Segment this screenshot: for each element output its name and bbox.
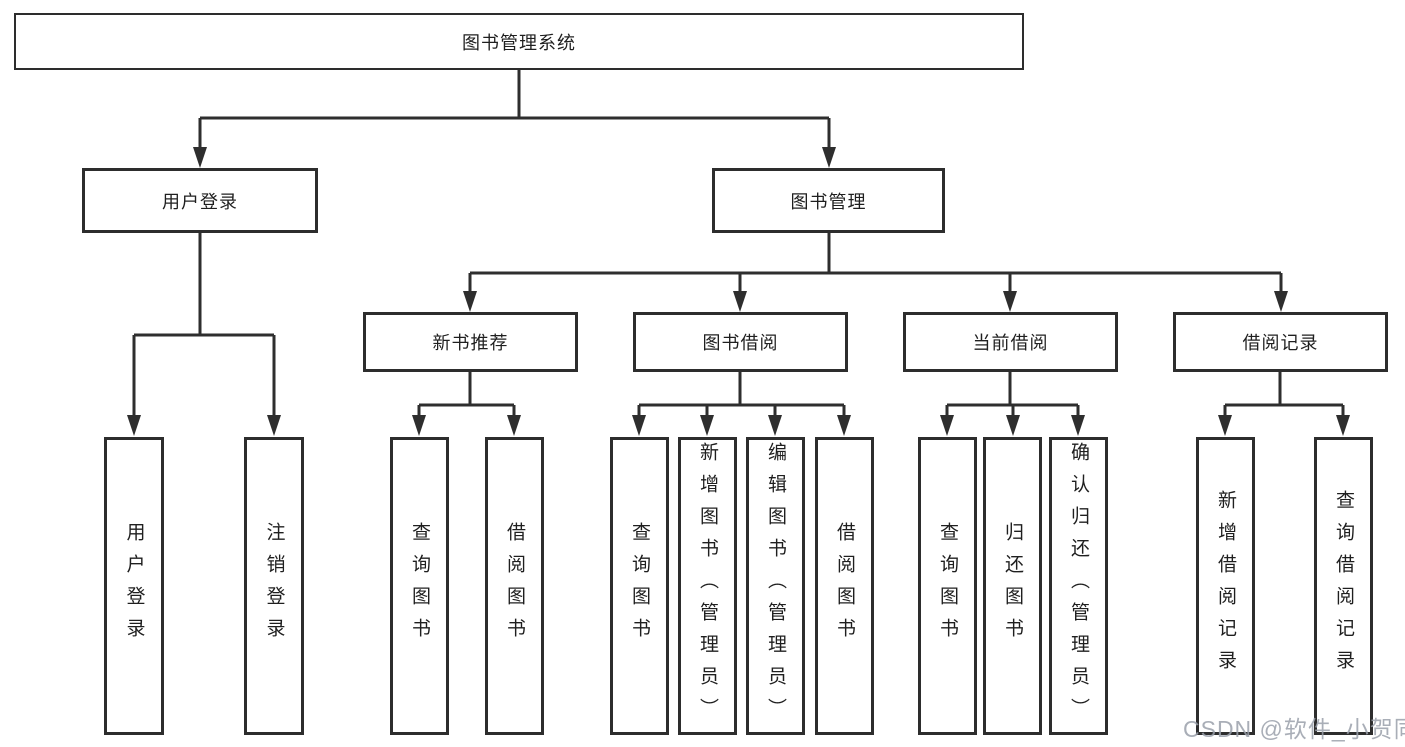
node-user-login: 用户登录 [82,168,318,233]
node-root-label: 图书管理系统 [462,32,576,53]
leaf-return-books-label: 归还图书 [1002,522,1023,650]
leaf-query-borrow-record: 查询借阅记录 [1314,437,1373,735]
leaf-add-books-admin: 新增图书（管理员） [678,437,737,735]
node-current-borrowing: 当前借阅 [903,312,1118,372]
node-book-borrowing-label: 图书借阅 [702,333,779,353]
leaf-query-books-1-label: 查询图书 [409,522,430,650]
leaf-query-books-1: 查询图书 [390,437,449,735]
leaf-query-books-3-label: 查询图书 [937,522,958,650]
leaf-user-login: 用户登录 [104,437,164,735]
node-root-system: 图书管理系统 [14,13,1024,70]
leaf-add-borrow-record-label: 新增借阅记录 [1215,490,1236,682]
leaf-return-books: 归还图书 [983,437,1042,735]
leaf-query-books-3: 查询图书 [918,437,977,735]
arrowheads [127,147,1350,436]
node-book-borrowing: 图书借阅 [633,312,848,372]
node-book-management-label: 图书管理 [790,191,867,212]
leaf-add-borrow-record: 新增借阅记录 [1196,437,1255,735]
leaf-query-books-2-label: 查询图书 [629,522,650,650]
leaf-query-borrow-record-label: 查询借阅记录 [1333,490,1354,682]
leaf-edit-books-admin-label: 编辑图书（管理员） [765,442,786,730]
node-new-book-recommend: 新书推荐 [363,312,578,372]
leaf-confirm-return-admin: 确认归还（管理员） [1049,437,1108,735]
node-borrowing-records-label: 借阅记录 [1242,333,1319,353]
leaf-borrow-books-1: 借阅图书 [485,437,544,735]
node-new-book-recommend-label: 新书推荐 [432,333,509,353]
leaf-user-login-label: 用户登录 [123,522,145,650]
leaf-logout-label: 注销登录 [263,522,285,650]
leaf-borrow-books-1-label: 借阅图书 [504,522,525,650]
node-user-login-label: 用户登录 [162,191,238,212]
node-book-management: 图书管理 [712,168,945,233]
csdn-watermark: CSDN @软件_小贺同学 [1183,716,1405,742]
leaf-add-books-admin-label: 新增图书（管理员） [697,442,718,730]
leaf-confirm-return-admin-label: 确认归还（管理员） [1068,442,1089,730]
node-borrowing-records: 借阅记录 [1173,312,1388,372]
leaf-edit-books-admin: 编辑图书（管理员） [746,437,805,735]
node-current-borrowing-label: 当前借阅 [972,333,1049,353]
leaf-query-books-2: 查询图书 [610,437,669,735]
leaf-borrow-books-2: 借阅图书 [815,437,874,735]
leaf-borrow-books-2-label: 借阅图书 [834,522,855,650]
leaf-logout: 注销登录 [244,437,304,735]
